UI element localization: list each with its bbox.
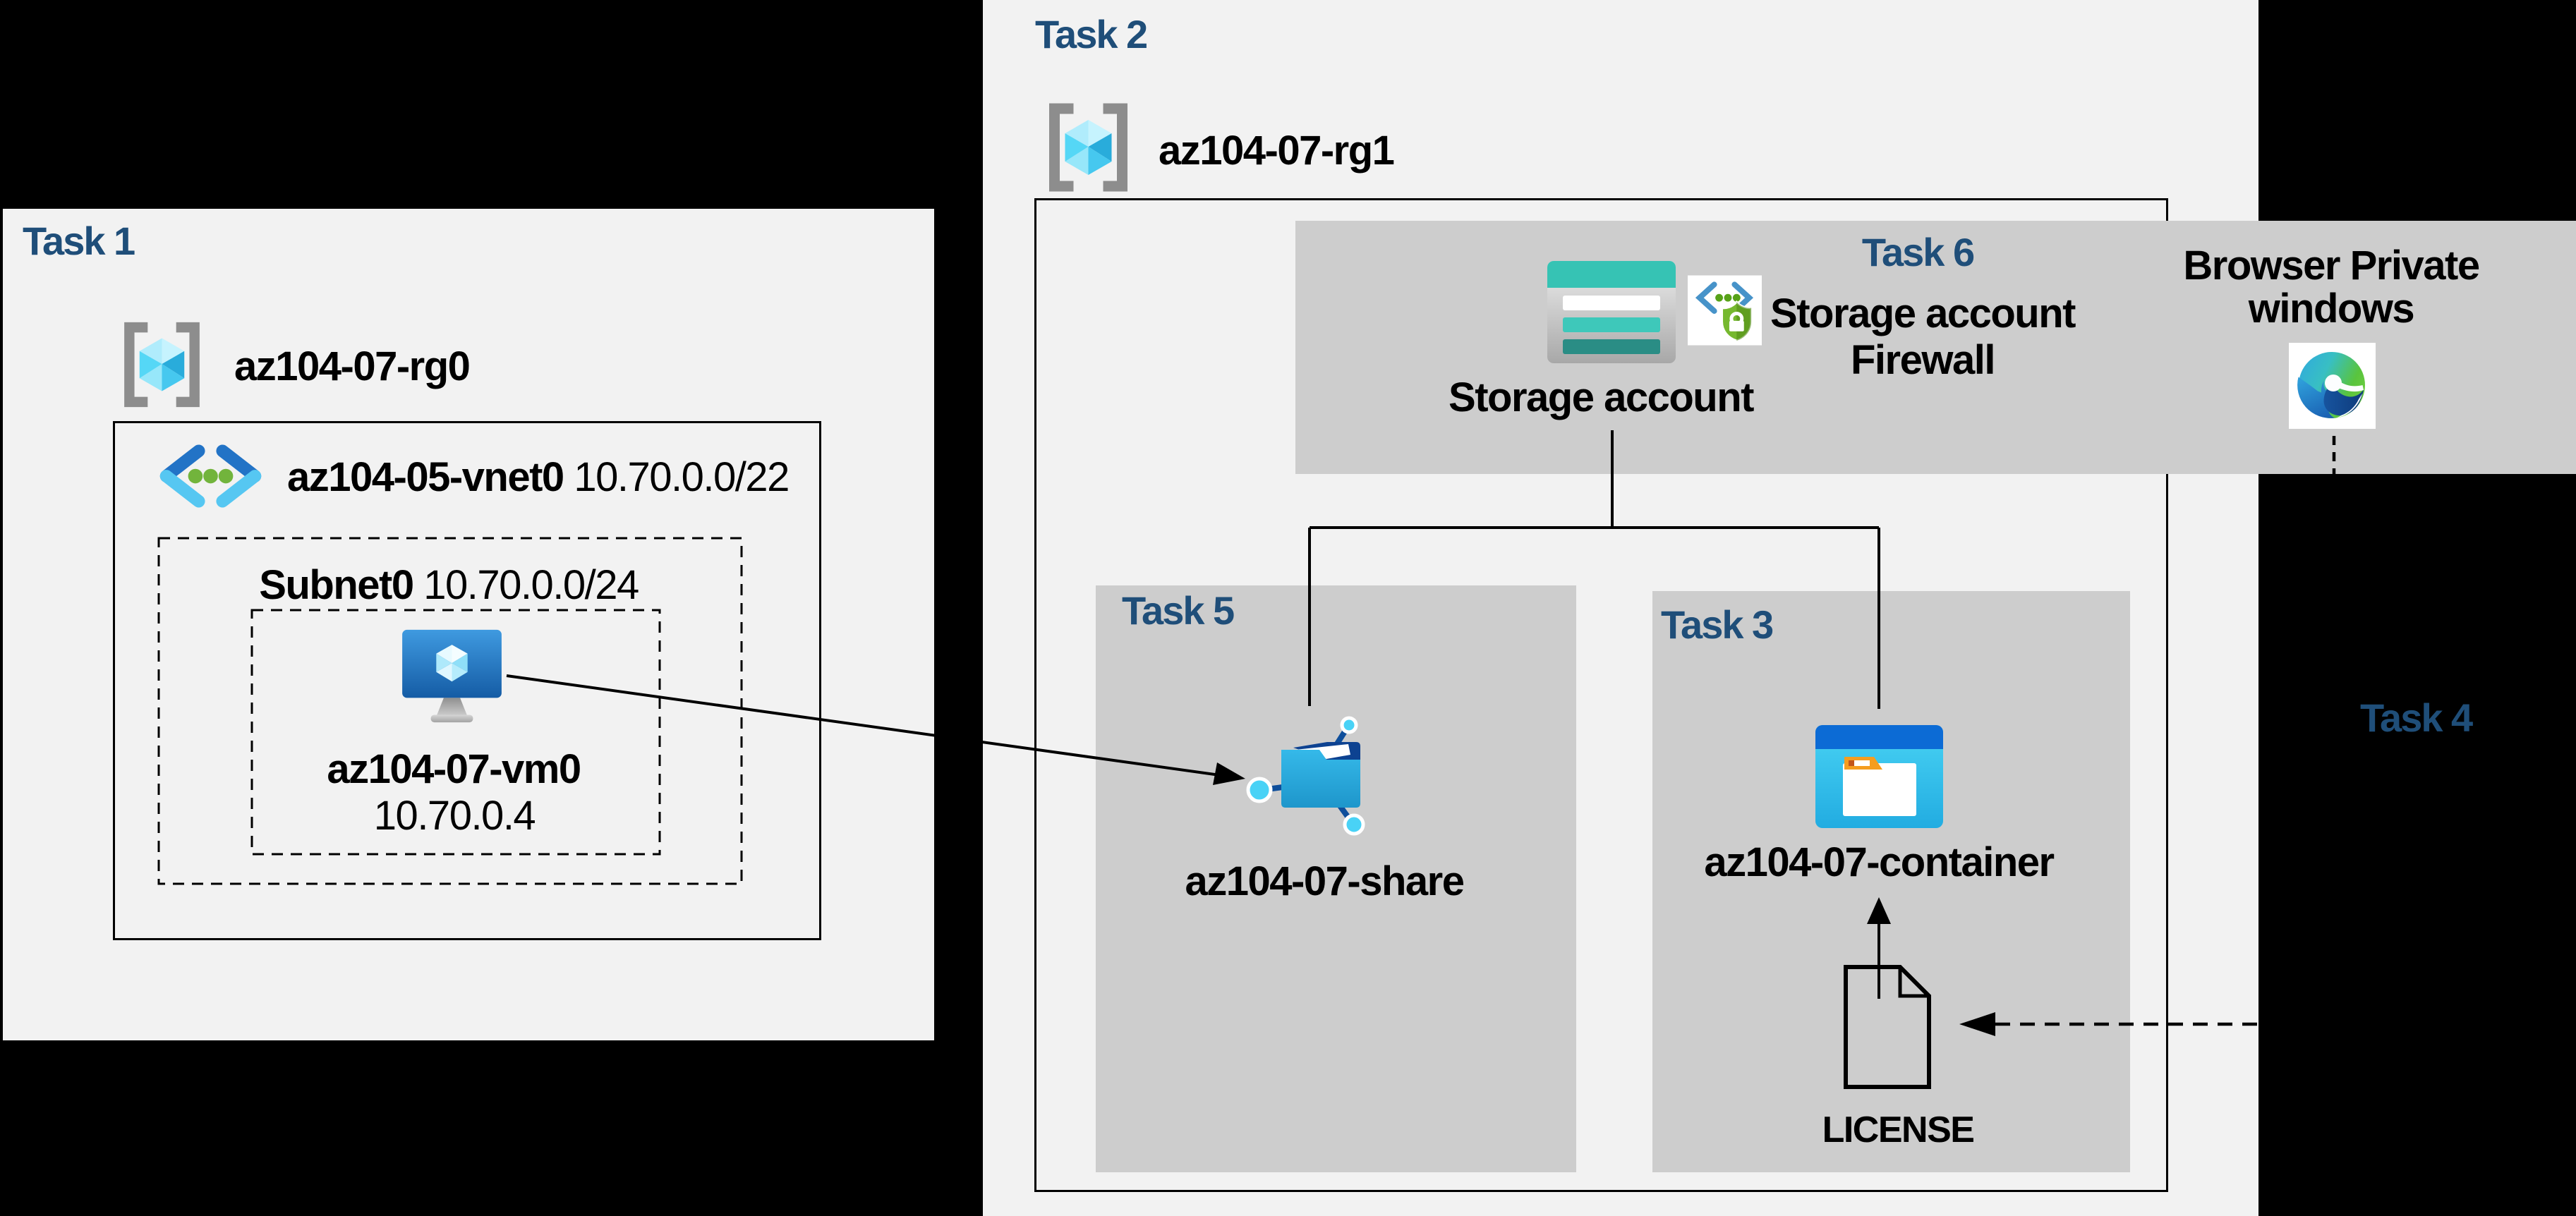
storage-firewall-caption: Storage account Firewall [1770,291,2076,384]
vnet-name-label: az104-05-vnet0 10.70.0.0/22 [287,454,790,500]
task1-label: Task 1 [23,219,135,263]
container-name-label: az104-07-container [1704,839,2055,885]
vnet-name: az104-05-vnet0 [287,454,564,500]
subnet-dashed-box [157,537,743,885]
browser-caption: Browser Private windows [2183,243,2480,332]
storage-firewall-caption-line2: Firewall [1851,337,1995,383]
task5-box [1096,585,1576,1172]
subnet-name: Subnet0 [259,562,414,608]
subnet-cidr: 10.70.0.0/24 [413,562,639,608]
browser-caption-line2: windows [2248,286,2415,332]
vm-to-share-line [506,674,1226,777]
blob-container-icon [1815,725,1943,828]
license-label: LICENSE [1822,1109,1975,1150]
license-to-container-arrowhead [1867,897,1891,924]
task1-resource-group-name: az104-07-rg0 [234,343,471,389]
task4-label: Task 4 [2360,695,2473,740]
vm-dashed-box [250,609,661,856]
task3-box [1652,591,2130,1172]
vm-name-label: az104-07-vm0 [327,746,581,792]
vm-to-share-arrowhead [1213,762,1245,785]
virtual-machine-icon [402,629,502,723]
resource-group-icon-rg1 [1049,103,1127,192]
task2-resource-group-box [1034,198,2168,1192]
file-share-icon [1246,716,1365,836]
license-file-icon [1844,965,1931,1089]
share-name-label: az104-07-share [1185,858,1465,904]
task6-label: Task 6 [1861,230,1975,274]
edge-browser-icon [2289,343,2376,429]
task2-label: Task 2 [1035,12,1148,56]
subnet-label: Subnet0 10.70.0.0/24 [259,562,639,608]
storage-firewall-icon [1688,275,1762,346]
vnet-cidr: 10.70.0.0/22 [564,454,790,500]
virtual-network-icon [159,444,262,508]
storage-firewall-caption-line1: Storage account [1770,291,2076,336]
task3-label: Task 3 [1661,602,1774,647]
vm-ip-label: 10.70.0.4 [373,793,536,839]
subnet-cidr-value: 10.70.0.0/24 [423,562,639,608]
task5-label: Task 5 [1122,588,1235,633]
storage-account-label: Storage account [1449,375,1754,420]
browser-caption-line1: Browser Private [2183,243,2480,288]
task2-resource-group-name: az104-07-rg1 [1159,128,1395,174]
storage-account-icon [1547,261,1676,363]
vnet-cidr-value: 10.70.0.0/22 [574,454,790,500]
task1-resource-group-box [113,421,821,940]
resource-group-icon-rg0 [124,322,200,408]
dashed-arrowhead [1959,1012,1995,1036]
